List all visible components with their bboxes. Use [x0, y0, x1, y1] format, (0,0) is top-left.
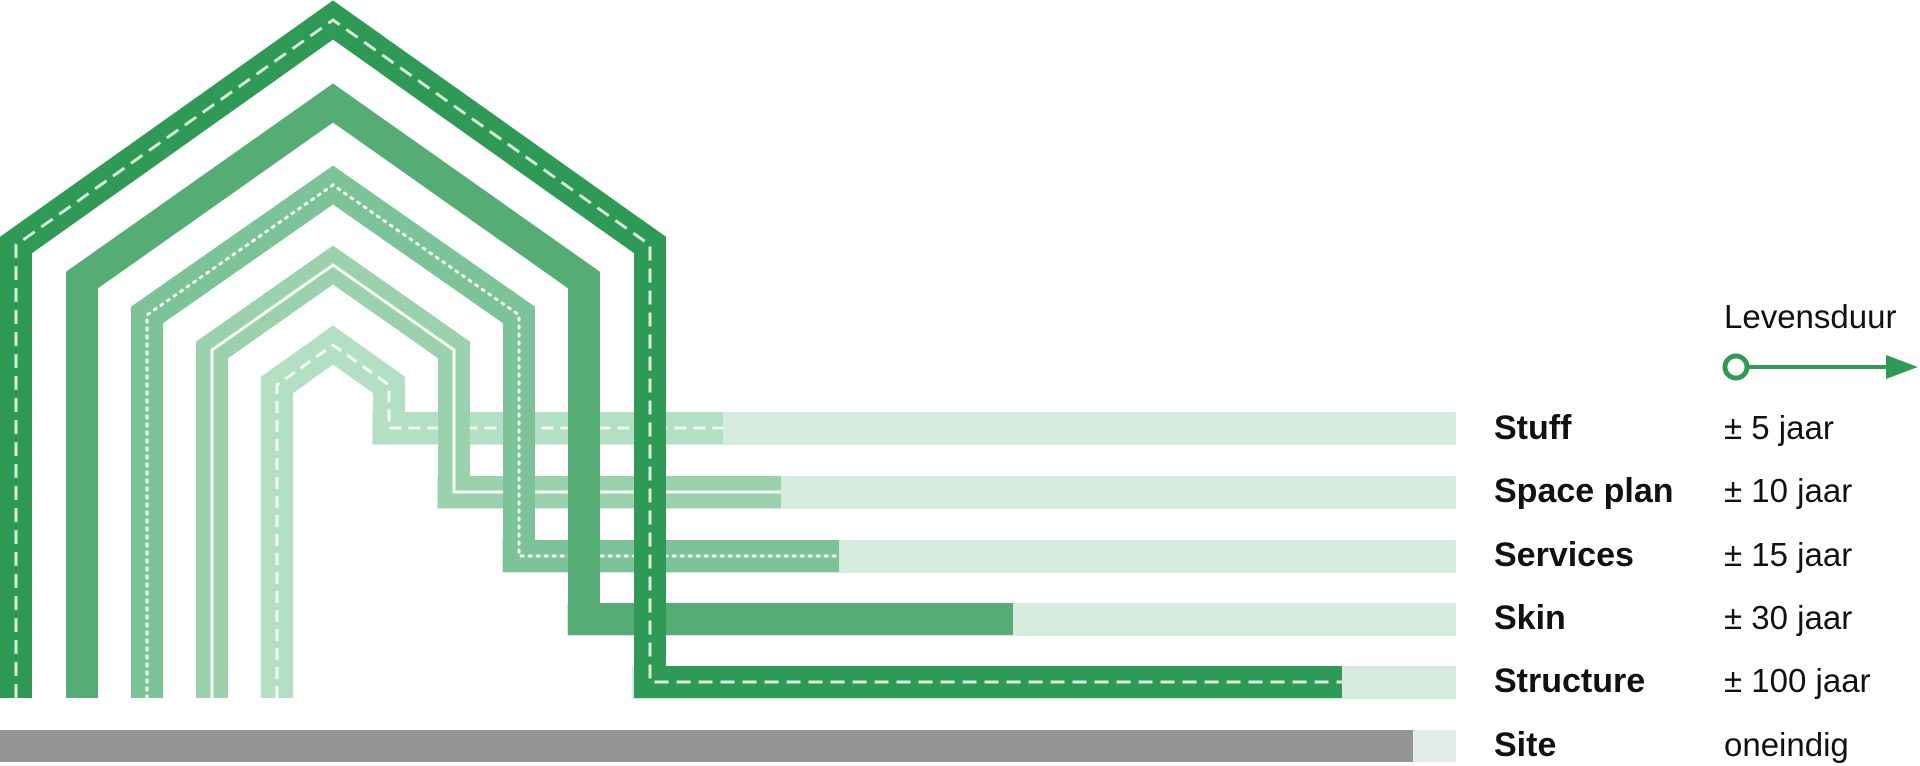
label-skin: Skin: [1494, 599, 1566, 637]
legend-arrow-head: [1886, 355, 1918, 379]
label-stuff: Stuff: [1494, 409, 1572, 447]
site-bar: [0, 730, 1413, 762]
lifespan-stuff: ± 5 jaar: [1724, 409, 1834, 446]
lifespan-services: ± 15 jaar: [1724, 536, 1852, 573]
label-space-plan: Space plan: [1494, 472, 1674, 510]
layer-labels: Stuff ± 5 jaar Space plan ± 10 jaar Serv…: [1494, 409, 1871, 764]
label-services: Services: [1494, 536, 1634, 574]
structure-layer: [0, 0, 1342, 698]
legend-title: Levensduur: [1724, 298, 1896, 335]
lifespan-skin: ± 30 jaar: [1724, 599, 1852, 636]
legend-origin-circle: [1722, 353, 1750, 381]
label-site: Site: [1494, 726, 1556, 764]
lifespan-space-plan: ± 10 jaar: [1724, 472, 1852, 509]
lifespan-structure: ± 100 jaar: [1724, 662, 1871, 699]
label-structure: Structure: [1494, 662, 1645, 700]
lifespan-site: oneindig: [1724, 726, 1849, 763]
legend: Levensduur: [1722, 298, 1918, 381]
structure-dashed-line: [14, 18, 1342, 698]
